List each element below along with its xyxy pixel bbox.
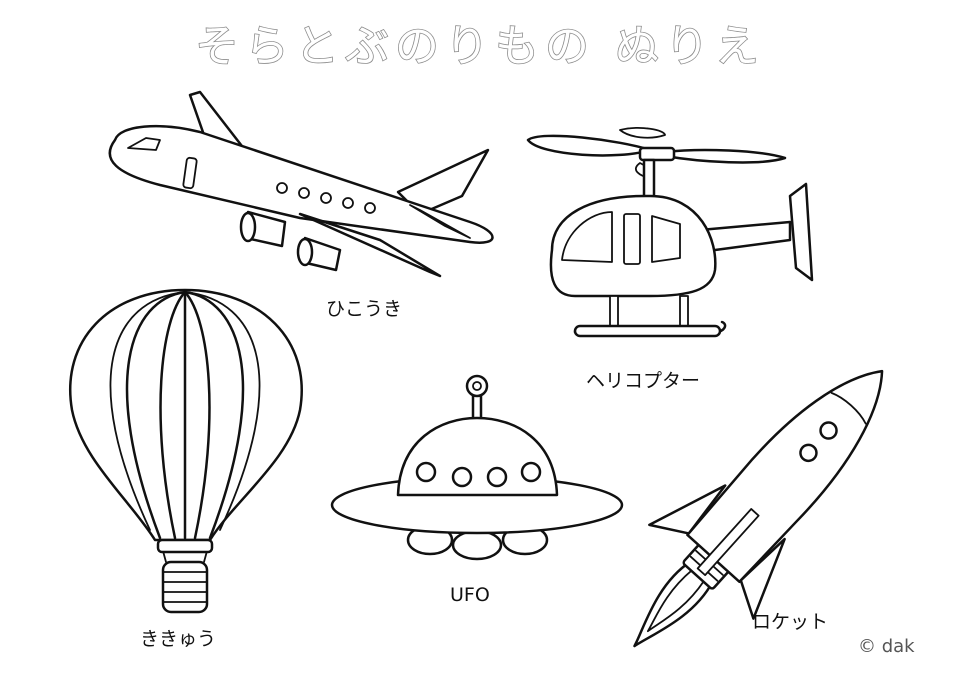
copyright-credit: © dak xyxy=(858,636,915,657)
helicopter-label: ヘリコプター xyxy=(586,370,701,392)
airplane-label: ひこうき xyxy=(326,298,403,320)
ufo-label: UFO xyxy=(450,584,490,606)
balloon-drawing xyxy=(69,288,303,614)
rocket-drawing xyxy=(633,369,884,648)
page-title: そらとぶのりもの ぬりえ xyxy=(194,20,765,73)
rocket-label: ロケット xyxy=(752,611,829,633)
airplane-drawing xyxy=(108,90,494,278)
balloon-label: ききゅう xyxy=(140,628,217,650)
helicopter-drawing xyxy=(526,127,814,338)
ufo-drawing xyxy=(330,374,624,561)
